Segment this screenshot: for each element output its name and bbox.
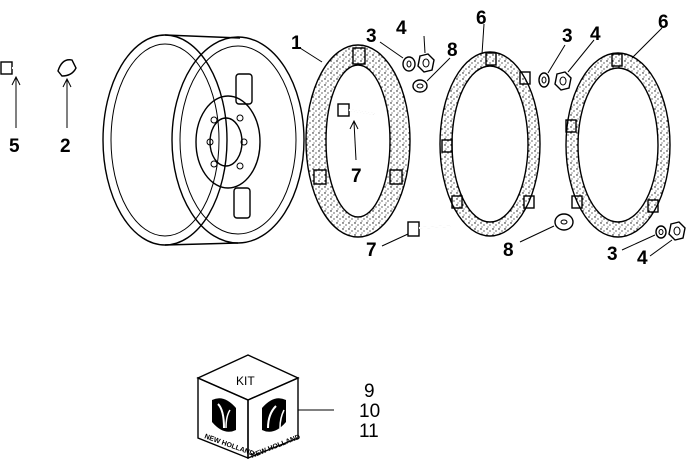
kit-item-11: 11 bbox=[359, 421, 379, 442]
spacer-part-8-a bbox=[412, 57, 451, 93]
nut-part-4-b bbox=[554, 39, 595, 91]
callout-weight-outer: 6 bbox=[658, 12, 669, 33]
washer-part-2 bbox=[57, 59, 77, 128]
leader-part-6-b bbox=[631, 27, 663, 59]
new-holland-logo-left bbox=[212, 398, 236, 432]
new-holland-logo-right bbox=[262, 398, 286, 432]
kit-label: KIT bbox=[236, 374, 255, 388]
bolt-part-5 bbox=[0, 61, 36, 128]
callout-washer-a1: 3 bbox=[366, 26, 377, 47]
washer-part-3-b bbox=[538, 44, 566, 88]
callout-washer-left: 2 bbox=[60, 136, 71, 157]
nut-part-4-c bbox=[649, 221, 686, 257]
callout-bolt-left: 5 bbox=[9, 136, 20, 157]
callout-weight-inner: 1 bbox=[291, 33, 302, 54]
callout-bolt-lower: 7 bbox=[366, 240, 377, 261]
nut-part-4-a bbox=[417, 35, 435, 73]
washer-part-3-c bbox=[621, 225, 667, 251]
bolt-part-7-lower bbox=[381, 221, 451, 247]
callout-nut-a1: 4 bbox=[396, 18, 407, 39]
spacer-part-8-b bbox=[519, 213, 574, 243]
callout-bolt-inner: 7 bbox=[351, 166, 362, 187]
wheel-weight-part-6-b bbox=[565, 52, 671, 238]
brand-text-left: NEW HOLLAND bbox=[203, 433, 255, 458]
washer-part-3-a bbox=[379, 41, 416, 72]
wheel-weight-part-1 bbox=[305, 44, 411, 238]
callout-nut-a2: 4 bbox=[590, 24, 601, 45]
kit-item-9: 9 bbox=[364, 381, 375, 402]
callout-washer-lower: 3 bbox=[607, 244, 618, 265]
wheel-weight-part-6-a bbox=[439, 51, 541, 237]
callout-weight-mid: 6 bbox=[476, 8, 487, 29]
callout-nut-lower: 4 bbox=[637, 248, 648, 269]
leader-part-6-a bbox=[481, 23, 485, 55]
brand-text-right: NEW HOLLAND bbox=[250, 434, 301, 460]
callout-washer-a2: 3 bbox=[562, 26, 573, 47]
wheel-rim bbox=[102, 34, 305, 246]
callout-spacer-lower: 8 bbox=[503, 240, 514, 261]
kit-item-10: 10 bbox=[359, 401, 380, 422]
bolt-part-7-inner bbox=[337, 103, 375, 161]
leader-part-1 bbox=[299, 47, 323, 63]
kit-box: KIT NEW HOLLAND NEW HOLLAND bbox=[196, 354, 301, 460]
callout-spacer-a: 8 bbox=[447, 40, 458, 61]
